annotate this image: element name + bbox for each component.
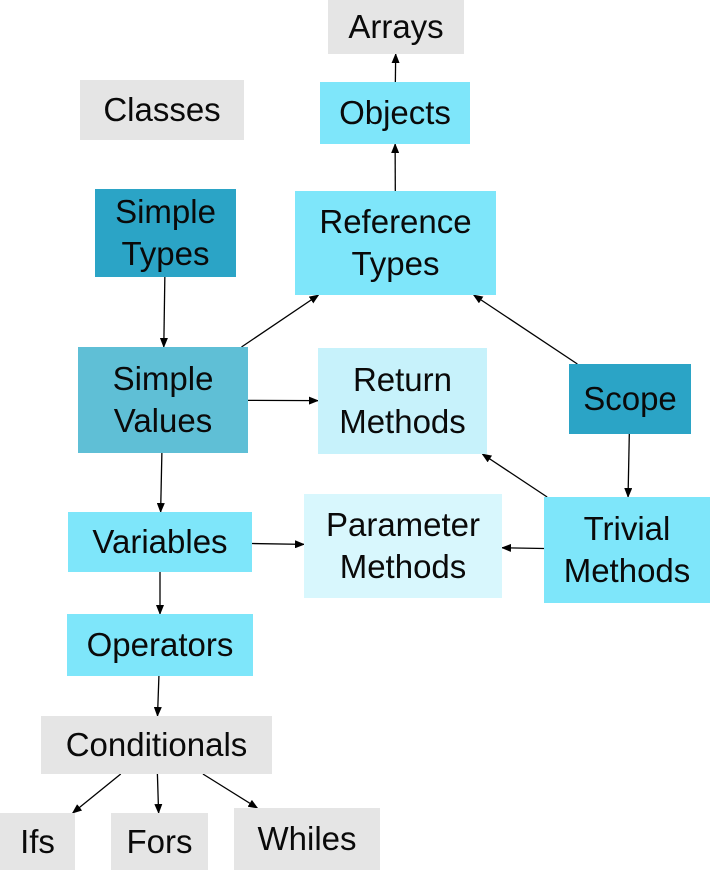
arrow-trivial-methods-to-parameter-methods (501, 543, 545, 552)
node-objects: Objects (320, 82, 470, 144)
node-simple-values: Simple Values (78, 347, 248, 453)
arrow-variables-to-parameter-methods (251, 540, 305, 549)
node-classes: Classes (80, 80, 244, 140)
node-parameter-methods: Parameter Methods (304, 494, 502, 598)
arrow-conditionals-to-whiles (202, 773, 259, 809)
arrow-trivial-methods-to-return-methods (481, 453, 548, 498)
node-simple-types: Simple Types (95, 189, 236, 277)
arrow-scope-to-trivial-methods (624, 433, 633, 498)
node-trivial-methods: Trivial Methods (544, 497, 710, 603)
node-reference-types: Reference Types (295, 191, 496, 295)
node-whiles: Whiles (234, 808, 380, 870)
arrow-operators-to-conditionals (153, 675, 162, 717)
node-arrays: Arrays (328, 0, 464, 54)
node-return-methods: Return Methods (318, 348, 487, 454)
node-fors: Fors (111, 813, 208, 870)
node-variables: Variables (68, 512, 252, 572)
node-operators: Operators (67, 614, 253, 676)
node-ifs: Ifs (0, 813, 75, 870)
arrow-scope-to-reference-types (472, 294, 578, 365)
arrow-conditionals-to-fors (154, 773, 163, 814)
arrow-simple-values-to-variables (156, 452, 165, 513)
node-scope: Scope (569, 364, 691, 434)
node-conditionals: Conditionals (41, 716, 272, 774)
arrow-simple-types-to-simple-values (159, 276, 168, 348)
arrow-simple-values-to-reference-types (241, 294, 320, 348)
arrow-conditionals-to-ifs (71, 773, 122, 814)
